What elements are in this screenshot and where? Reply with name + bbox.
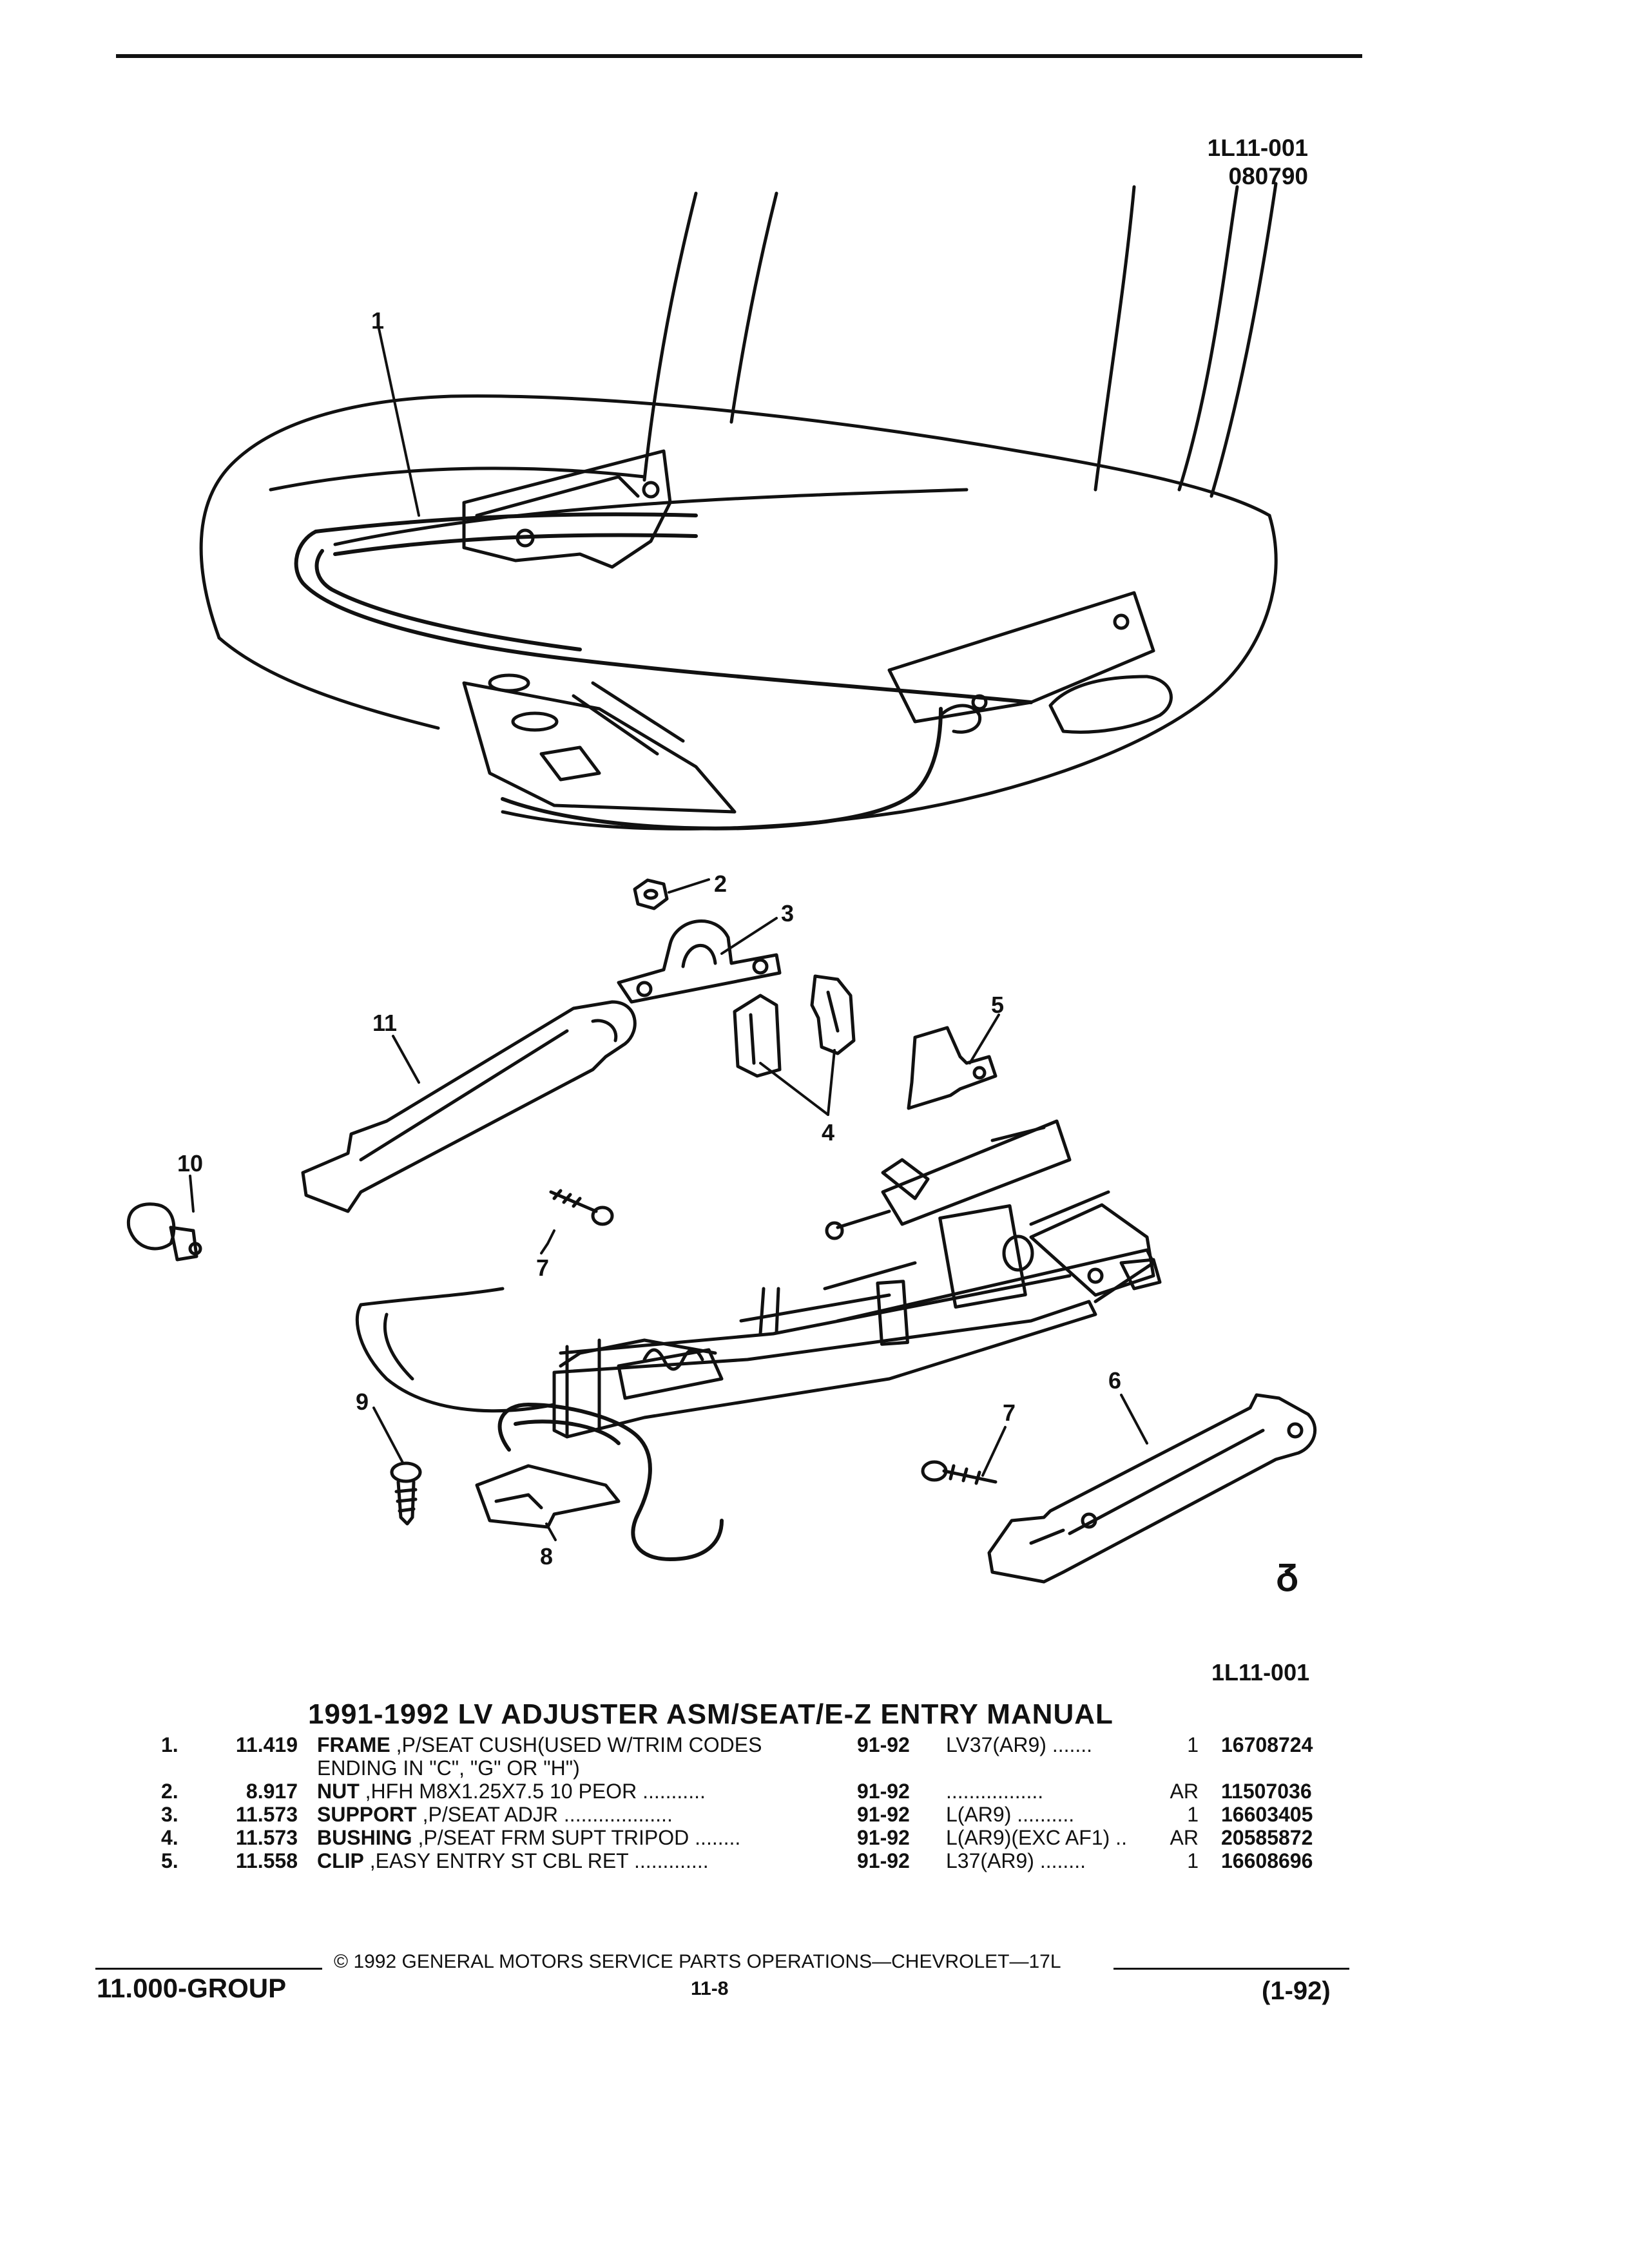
part-description: CLIP ,EASY ENTRY ST CBL RET ............… (317, 1849, 709, 1872)
item-number: 2. (161, 1780, 178, 1803)
callout-3: 3 (781, 900, 794, 927)
table-row: 2. 8.917 NUT ,HFH M8X1.25X7.5 10 PEOR ..… (155, 1780, 1379, 1803)
callout-2: 2 (714, 870, 727, 897)
cable-loop (497, 1403, 724, 1561)
clip-part (907, 1026, 998, 1110)
item-number: 1. (161, 1733, 178, 1756)
screw-part-right (921, 1460, 998, 1485)
nut-part (633, 878, 669, 910)
group-number: 11.573 (235, 1803, 298, 1826)
group-number: 11.558 (235, 1849, 298, 1872)
footer-rule-left (95, 1968, 322, 1970)
part-detail: ,EASY ENTRY ST CBL RET ............. (363, 1849, 709, 1872)
illustration-ref-code-bottom: 1L11-001 (1211, 1659, 1310, 1686)
callout-7-left: 7 (536, 1254, 549, 1281)
parts-list: 1. 11.419 FRAME ,P/SEAT CUSH(USED W/TRIM… (155, 1733, 1379, 1872)
page-number: 11-8 (691, 1978, 729, 1999)
part-description: NUT ,HFH M8X1.25X7.5 10 PEOR ........... (317, 1780, 706, 1803)
part-number: 20585872 (1221, 1826, 1313, 1849)
model-years: 91-92 (857, 1803, 910, 1826)
illustration-ref-code: 1L11-001 (1207, 135, 1308, 161)
callout-10: 10 (177, 1150, 203, 1177)
part-name: FRAME (317, 1733, 390, 1756)
callout-4: 4 (822, 1119, 834, 1146)
part-number: 11507036 (1221, 1780, 1312, 1803)
bushing-part-left (733, 994, 782, 1078)
parts-list-title: 1991-1992 LV ADJUSTER ASM/SEAT/E-Z ENTRY… (308, 1698, 1113, 1730)
part-name: BUSHING (317, 1826, 412, 1849)
part-name: SUPPORT (317, 1803, 417, 1826)
part-number: 16708724 (1221, 1733, 1313, 1756)
callout-5: 5 (991, 992, 1004, 1018)
item-number: 3. (161, 1803, 178, 1826)
model-years: 91-92 (857, 1826, 910, 1849)
screw-part-left (549, 1189, 614, 1226)
callout-9: 9 (356, 1389, 369, 1415)
sheet-mark: ᵹ (1276, 1550, 1299, 1592)
model-years: 91-92 (857, 1849, 910, 1872)
part-name: CLIP (317, 1849, 364, 1872)
cushion-frame-tube (294, 512, 1033, 831)
table-row: 4. 11.573 BUSHING ,P/SEAT FRM SUPT TRIPO… (155, 1826, 1379, 1849)
seat-cushion (199, 394, 1278, 831)
callout-1: 1 (371, 307, 384, 334)
part-description: FRAME ,P/SEAT CUSH(USED W/TRIM CODES (317, 1733, 762, 1756)
group-number: 8.917 (246, 1780, 298, 1803)
part-detail: ,P/SEAT CUSH(USED W/TRIM CODES (390, 1733, 762, 1756)
track-part (301, 1000, 637, 1213)
lower-plate (462, 673, 737, 814)
quantity: 1 (1187, 1849, 1199, 1872)
item-number: 5. (161, 1849, 178, 1872)
top-rule (116, 54, 1362, 58)
knob-part (126, 1202, 202, 1262)
part-description: SUPPORT ,P/SEAT ADJR ................... (317, 1803, 673, 1826)
callout-8: 8 (540, 1543, 553, 1570)
callout-6: 6 (1108, 1367, 1121, 1394)
model-years: 91-92 (857, 1780, 910, 1803)
group-number: 11.573 (235, 1826, 298, 1849)
table-row: 5. 11.558 CLIP ,EASY ENTRY ST CBL RET ..… (155, 1849, 1379, 1872)
front-bracket (462, 449, 672, 569)
usage-codes: L(AR9) .......... (946, 1803, 1075, 1826)
bushing-part-right (810, 974, 856, 1055)
side-rail-bracket (887, 591, 1173, 734)
usage-codes: L(AR9)(EXC AF1) .. (946, 1826, 1127, 1849)
model-years: 91-92 (857, 1733, 910, 1756)
copyright-notice: © 1992 GENERAL MOTORS SERVICE PARTS OPER… (334, 1951, 1061, 1972)
part-detail: ,P/SEAT FRM SUPT TRIPOD ........ (412, 1826, 741, 1849)
part-detail: ,HFH M8X1.25X7.5 10 PEOR ........... (359, 1780, 706, 1803)
usage-codes: LV37(AR9) ....... (946, 1733, 1093, 1756)
part-name: NUT (317, 1780, 360, 1803)
link-part (987, 1393, 1317, 1584)
part-description: BUSHING ,P/SEAT FRM SUPT TRIPOD ........ (317, 1826, 740, 1849)
support-part (617, 919, 782, 1004)
callout-11: 11 (372, 1010, 397, 1036)
table-row: 3. 11.573 SUPPORT ,P/SEAT ADJR .........… (155, 1803, 1379, 1826)
quantity: AR (1170, 1780, 1199, 1803)
usage-codes: L37(AR9) ........ (946, 1849, 1086, 1872)
illustration-ref-date: 080790 (1228, 163, 1308, 189)
leader-lines (189, 327, 1148, 1541)
callout-7-right: 7 (1003, 1399, 1016, 1426)
seat-back (642, 182, 1278, 498)
screw-part-9 (390, 1461, 422, 1526)
item-number: 4. (161, 1826, 178, 1849)
revision-date: (1-92) (1262, 1977, 1331, 2005)
quantity: 1 (1187, 1733, 1199, 1756)
part-number: 16603405 (1221, 1803, 1313, 1826)
table-row: 1. 11.419 FRAME ,P/SEAT CUSH(USED W/TRIM… (155, 1733, 1379, 1756)
adjuster-mechanism (355, 1119, 1162, 1439)
usage-codes: ................. (946, 1780, 1044, 1803)
group-number: 11.419 (235, 1733, 298, 1756)
table-row-continuation: ENDING IN "C", "G" OR "H") (155, 1756, 1379, 1780)
footer-rule-right (1113, 1968, 1349, 1970)
tube-part (475, 1464, 621, 1529)
part-description-continuation: ENDING IN "C", "G" OR "H") (317, 1756, 580, 1780)
part-detail: ,P/SEAT ADJR ................... (416, 1803, 673, 1826)
part-number: 16608696 (1221, 1849, 1313, 1872)
group-label: 11.000-GROUP (97, 1973, 287, 2003)
quantity: AR (1170, 1826, 1199, 1849)
quantity: 1 (1187, 1803, 1199, 1826)
